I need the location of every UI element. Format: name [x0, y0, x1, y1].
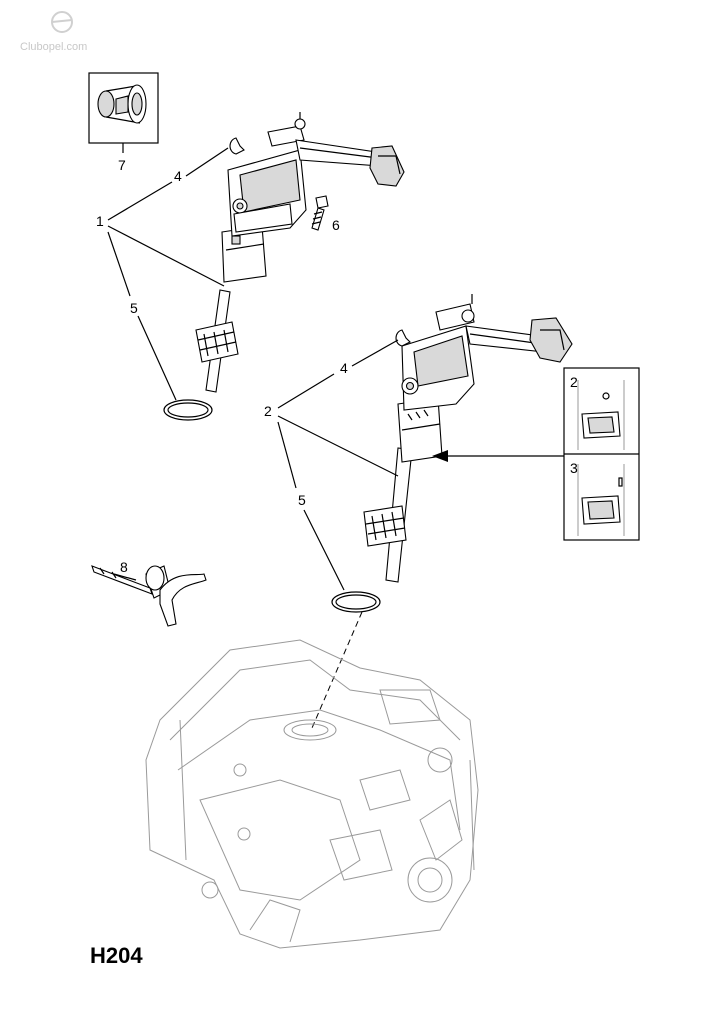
inset-pointer-arrow: [432, 450, 564, 462]
callout-6: 6: [332, 217, 340, 233]
callout-7: 7: [118, 157, 126, 173]
callout-2: 2: [264, 403, 272, 419]
gearbox-housing: [145, 639, 479, 949]
selector-shaft-assembly-2: [363, 294, 573, 583]
variant-inset-2-3: [563, 367, 640, 541]
bolt-6: [311, 195, 329, 231]
diagram-code: H204: [90, 943, 143, 968]
o-ring-5-lower: [331, 591, 381, 613]
callout-1: 1: [96, 213, 104, 229]
callout-5-upper: 5: [130, 300, 138, 316]
leader-lines-lower: [277, 339, 399, 729]
callout-4-lower: 4: [340, 360, 348, 376]
circlip-4-upper: [229, 137, 245, 155]
inset-label-3: 3: [570, 460, 578, 476]
circlip-4-lower: [395, 329, 411, 347]
watermark-text: Clubopel.com: [20, 41, 87, 53]
watermark: Clubopel.com: [20, 11, 87, 53]
leader-lines-upper: [107, 147, 229, 401]
callout-labels: 7 4 1 6 5 4 2 5 8 2 3: [96, 157, 578, 575]
shift-fork-8: [91, 565, 207, 627]
callout-5-lower: 5: [298, 492, 306, 508]
callout-4-upper: 4: [174, 168, 182, 184]
inset-label-2: 2: [570, 374, 578, 390]
callout-8: 8: [120, 559, 128, 575]
selector-shaft-assembly-1: [195, 112, 405, 393]
part-7-inset: [88, 72, 159, 153]
o-ring-5-upper: [163, 399, 213, 421]
